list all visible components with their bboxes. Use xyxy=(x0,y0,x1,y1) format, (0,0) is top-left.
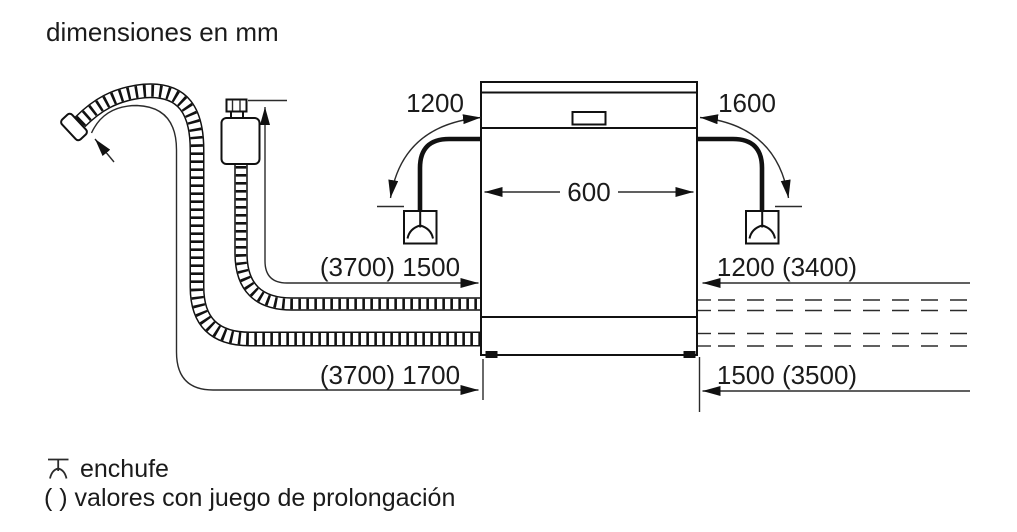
label-cable-left: 1200 xyxy=(406,88,464,118)
legend-plug-label: enchufe xyxy=(80,455,169,483)
foot-right xyxy=(683,351,696,358)
dishwasher-front xyxy=(480,81,698,358)
dim-cable-right xyxy=(699,114,802,208)
label-drain-hose: (3700) 1700 xyxy=(320,360,460,390)
extension-lines xyxy=(482,357,701,412)
supply-hose xyxy=(234,158,488,311)
dim-supply-hose xyxy=(248,99,479,288)
dim-cable-left xyxy=(377,114,482,208)
label-supply-hose: (3700) 1500 xyxy=(320,252,460,282)
drain-hose-end-cap xyxy=(60,112,88,142)
diagram-title: dimensiones en mm xyxy=(46,17,279,47)
plug-icon-left xyxy=(403,210,438,245)
power-cable-left xyxy=(403,136,481,245)
plug-icon-right xyxy=(745,210,780,245)
legend: enchufe ( ) valores con juego de prolong… xyxy=(44,455,455,512)
right-hose-dashed-lines xyxy=(698,299,970,347)
drain-hose xyxy=(60,83,488,347)
legend-plug-icon xyxy=(48,458,69,479)
aquastop-valve-icon xyxy=(220,98,261,165)
power-cable-right xyxy=(697,136,780,245)
label-appliance-width: 600 xyxy=(567,177,610,207)
label-right-upper: 1200 (3400) xyxy=(717,252,857,282)
dim-drain-hose xyxy=(90,104,479,395)
door-handle xyxy=(571,111,607,126)
label-right-lower: 1500 (3500) xyxy=(717,360,857,390)
legend-parentheses-label: ( ) valores con juego de prolongación xyxy=(44,484,455,512)
foot-left xyxy=(485,351,498,358)
label-cable-right: 1600 xyxy=(718,88,776,118)
